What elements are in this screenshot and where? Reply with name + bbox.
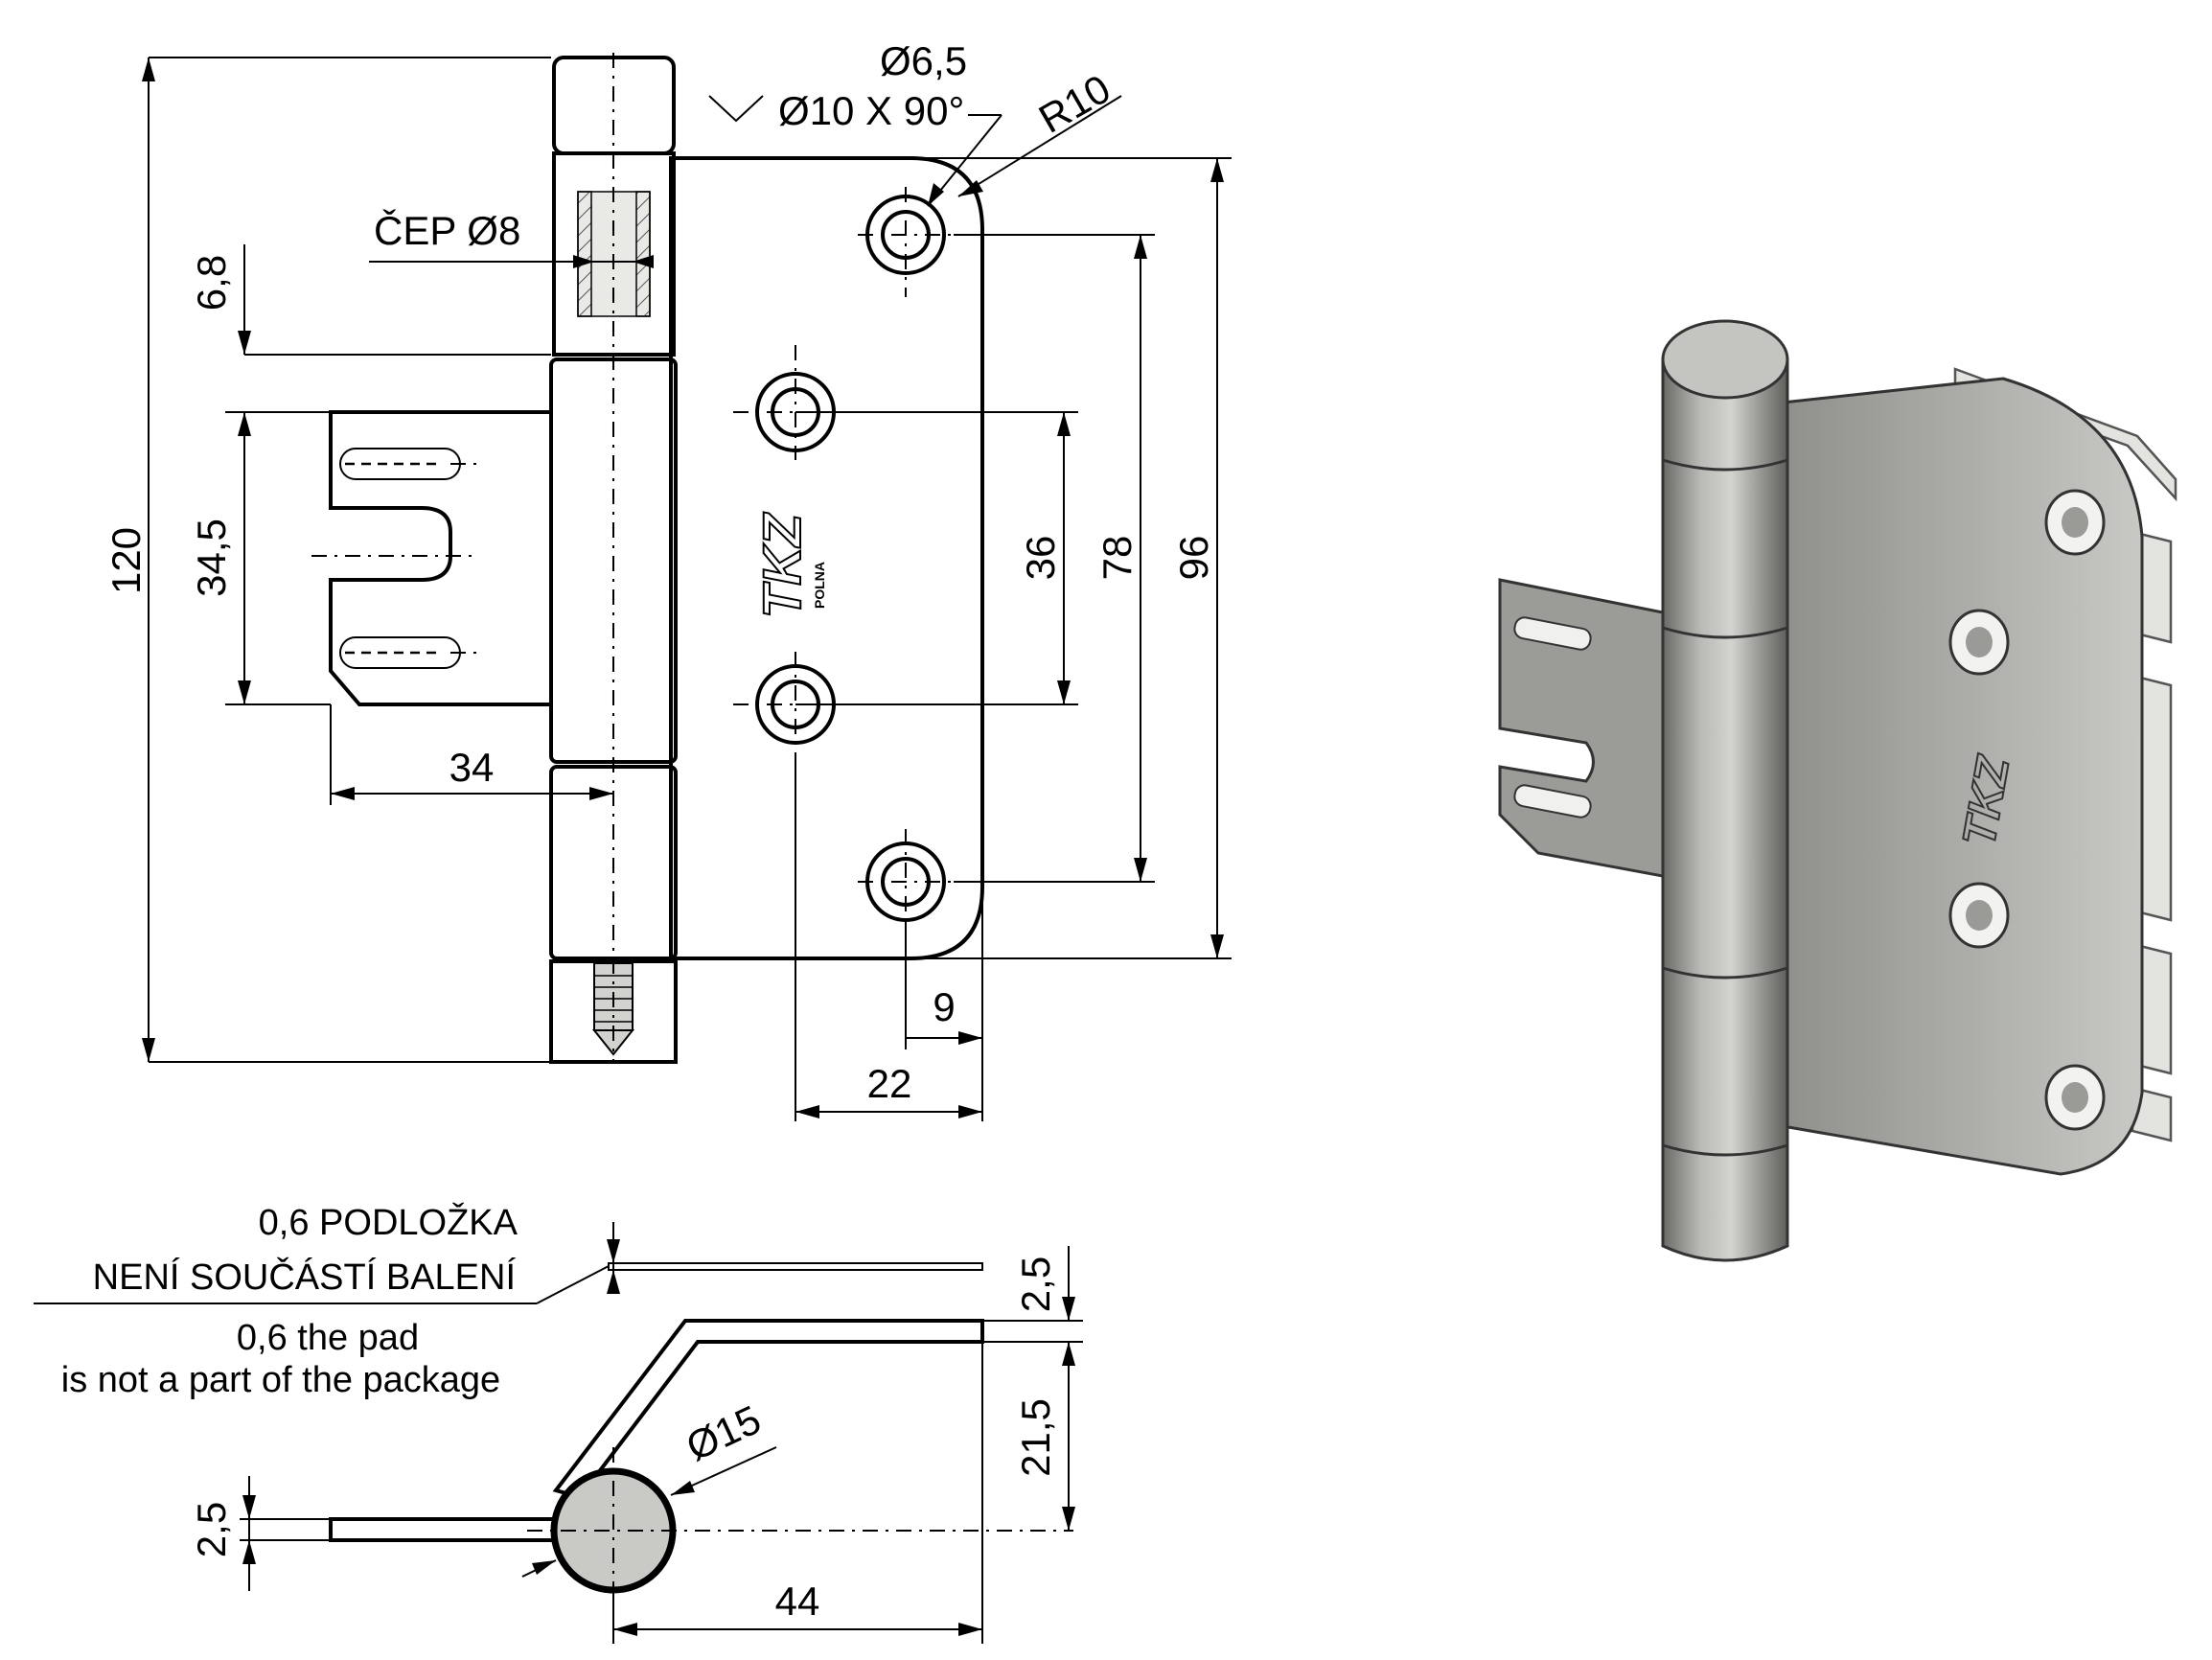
pad-note-en-line1: 0,6 the pad — [237, 1318, 419, 1358]
pad-note-cz-line1: 0,6 PODLOŽKA — [259, 1202, 518, 1243]
dim-44: 44 — [775, 1579, 820, 1624]
pad-note-cz-line2: NENÍ SOUČÁSTÍ BALENÍ — [93, 1256, 517, 1298]
iso-barrel — [1661, 357, 1789, 1262]
pad — [608, 1262, 983, 1271]
radius-label: R10 — [1031, 66, 1118, 142]
dim-120: 120 — [104, 527, 149, 594]
dim-6-8: 6,8 — [189, 255, 234, 311]
dim-9: 9 — [933, 984, 955, 1029]
dim-21-5: 21,5 — [1013, 1398, 1058, 1477]
dim-pad-2-5: 2,5 — [1013, 1257, 1058, 1312]
side-left-flap — [329, 1517, 563, 1542]
svg-text:TKZ: TKZ — [751, 512, 812, 618]
iso-plate — [1781, 377, 2144, 1176]
barrel-top-cap — [552, 56, 676, 155]
hole-diameter-label: Ø6,5 — [880, 38, 967, 83]
isometric-view: TKZ — [1498, 319, 2177, 1262]
pin-label: ČEP Ø8 — [374, 208, 520, 253]
dim-34: 34 — [449, 745, 495, 790]
iso-barrel-top — [1661, 319, 1789, 400]
countersink-label: Ø10 X 90° — [778, 88, 964, 133]
left-flap — [329, 410, 553, 706]
side-view: 0,6 PODLOŽKA NENÍ SOUČÁSTÍ BALENÍ 0,6 th… — [34, 1202, 1083, 1644]
dim-left-2-5: 2,5 — [189, 1502, 234, 1557]
dim-36: 36 — [1018, 536, 1063, 581]
dim-78: 78 — [1094, 536, 1140, 581]
front-view: TKZ POLNA 120 6,8 34,5 34 ČEP Ø8 — [104, 38, 1232, 1121]
main-plate — [669, 156, 984, 960]
barrel-diameter-label: Ø15 — [680, 1396, 768, 1469]
dim-34-5: 34,5 — [189, 519, 234, 597]
dim-22: 22 — [867, 1061, 912, 1106]
pad-note-en-line2: is not a part of the package — [61, 1360, 500, 1400]
dim-96: 96 — [1171, 536, 1216, 581]
tkz-logo: TKZ POLNA — [750, 511, 827, 619]
svg-text:POLNA: POLNA — [812, 562, 827, 609]
